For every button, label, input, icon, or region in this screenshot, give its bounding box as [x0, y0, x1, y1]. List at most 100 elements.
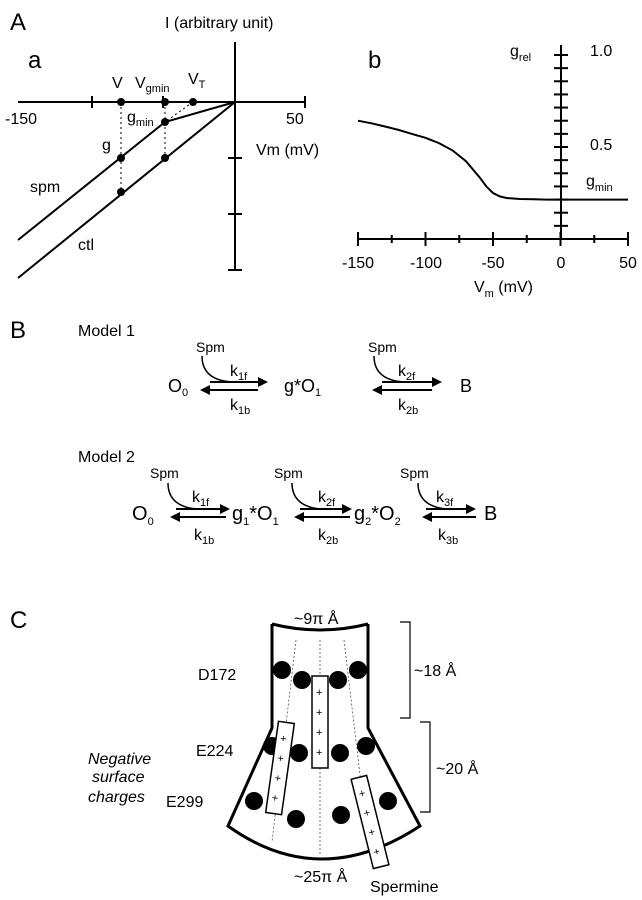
negative-charge	[349, 661, 367, 679]
vgmin-point	[161, 98, 169, 106]
model-2-scheme: Model 2 O0 g1*O1 g2*O2 B Spm k1f k1b Spm…	[78, 449, 497, 547]
residue-label-e299: E299	[166, 794, 203, 811]
x-tick-label: -50	[481, 255, 504, 272]
residue-label-d172: D172	[198, 667, 236, 684]
g-label: g	[102, 137, 111, 154]
negative-charge	[290, 744, 308, 762]
model-1-title: Model 1	[78, 323, 135, 340]
y-axis-label: grel	[510, 43, 531, 64]
spm-label: Spm	[150, 465, 179, 481]
negative-charge	[357, 737, 375, 755]
x-tick-label: 0	[557, 255, 566, 272]
state-B: B	[460, 376, 472, 396]
panel-letter-b: b	[368, 47, 381, 74]
negative-charge	[273, 661, 291, 679]
rate-k3f: k3f	[436, 489, 454, 509]
grel-series-line	[357, 119, 628, 201]
rate-k1f: k1f	[230, 363, 248, 383]
residue-label-e224: E224	[196, 743, 233, 760]
positive-charge: +	[316, 687, 322, 699]
positive-charge: +	[279, 733, 287, 746]
spm-binding-arrow	[201, 355, 233, 383]
positive-charge: +	[316, 747, 322, 759]
rate-k1f: k1f	[192, 489, 210, 509]
arrowhead	[466, 504, 476, 514]
x-tick-label: -150	[342, 255, 374, 272]
rate-k2b: k2b	[318, 527, 338, 547]
conductance-chart: 1.0 0.5 grel gmin -150 -100 -50 0 50 Vm …	[342, 43, 637, 300]
spm-label: spm	[30, 179, 60, 196]
surface-charge-label: surface	[92, 769, 145, 786]
positive-charge: +	[271, 792, 279, 805]
arrowhead	[294, 512, 304, 522]
positive-charge: +	[316, 727, 322, 739]
vgmin-label: Vgmin	[135, 75, 170, 95]
state-O0: O0	[132, 503, 154, 528]
positive-charge: +	[358, 787, 367, 800]
rate-k2f: k2f	[398, 363, 416, 383]
upper-length-bracket	[400, 621, 411, 719]
state-O0: O0	[168, 376, 188, 399]
surface-charge-label: charges	[88, 789, 145, 806]
surface-charge-label: Negative	[88, 751, 151, 768]
spermine-rod	[311, 675, 329, 769]
gmin-point	[161, 118, 169, 126]
positive-charge: +	[367, 826, 376, 839]
x-axis-label: Vm (mV)	[256, 142, 319, 159]
spm-label: Spm	[400, 465, 429, 481]
upper-length-label: ~18 Å	[414, 661, 457, 680]
arrowhead	[200, 385, 210, 395]
spermine-rod	[350, 774, 390, 870]
spermine-molecule: + + + +	[264, 720, 296, 816]
channel-pore-diagram: + + + + + + + + + + + + ~9π Å ~25π Å ~18…	[88, 609, 479, 896]
spm-label: Spm	[196, 339, 225, 355]
negative-charge	[329, 671, 347, 689]
state-g1O1: g1*O1	[232, 503, 279, 528]
negative-charge	[332, 806, 350, 824]
negative-charge	[379, 792, 397, 810]
x-tick-label: -150	[5, 111, 37, 128]
y-axis-title: I (arbitrary unit)	[165, 15, 273, 32]
y-tick-label: 1.0	[590, 43, 612, 60]
pore-wall	[226, 624, 422, 861]
negative-charge	[293, 671, 311, 689]
positive-charge: +	[372, 846, 381, 859]
arrowhead	[342, 504, 352, 514]
arrowhead	[432, 377, 442, 387]
state-g2O2: g2*O2	[354, 503, 401, 528]
x-ticks	[357, 232, 629, 246]
model-1-scheme: Model 1 Spm k1f k1b O0 g*O1 B Spm k2f k2…	[78, 323, 472, 417]
positive-charge: +	[362, 807, 371, 820]
spermine-molecule: + + + +	[311, 675, 329, 769]
v-point	[117, 98, 125, 106]
gmin-label: gmin	[586, 173, 613, 194]
state-B: B	[484, 503, 497, 525]
x-axis-label: Vm (mV)	[474, 279, 533, 300]
spermine-molecule: + + + +	[350, 774, 390, 870]
top-width-label: ~9π Å	[294, 609, 339, 628]
panel-letter-A: A	[10, 9, 26, 36]
rate-k1b: k1b	[230, 397, 250, 417]
rate-k2f: k2f	[318, 489, 336, 509]
spm-label: Spm	[368, 339, 397, 355]
x-tick-label: 50	[286, 111, 304, 128]
panel-a-iv-plot: I (arbitrary unit) -150 50 Vm (mV) V Vgm…	[5, 15, 319, 279]
ctl-point	[117, 188, 125, 196]
gmin-label: gmin	[127, 109, 154, 129]
ctl-label: ctl	[78, 237, 94, 254]
spermine-rod	[264, 720, 296, 816]
panel-letter-B: B	[10, 317, 26, 344]
spm-label: Spm	[274, 465, 303, 481]
rate-k3b: k3b	[438, 527, 458, 547]
vt-label: VT	[188, 71, 206, 91]
ctl-curve	[17, 101, 236, 279]
vt-point	[189, 98, 197, 106]
arrowhead	[220, 504, 230, 514]
negative-charge	[245, 792, 263, 810]
panel-letter-C: C	[10, 607, 27, 634]
spermine-label: Spermine	[370, 879, 439, 896]
lower-length-bracket	[420, 721, 431, 813]
positive-charge: +	[274, 772, 282, 785]
state-gO1: g*O1	[284, 376, 321, 399]
